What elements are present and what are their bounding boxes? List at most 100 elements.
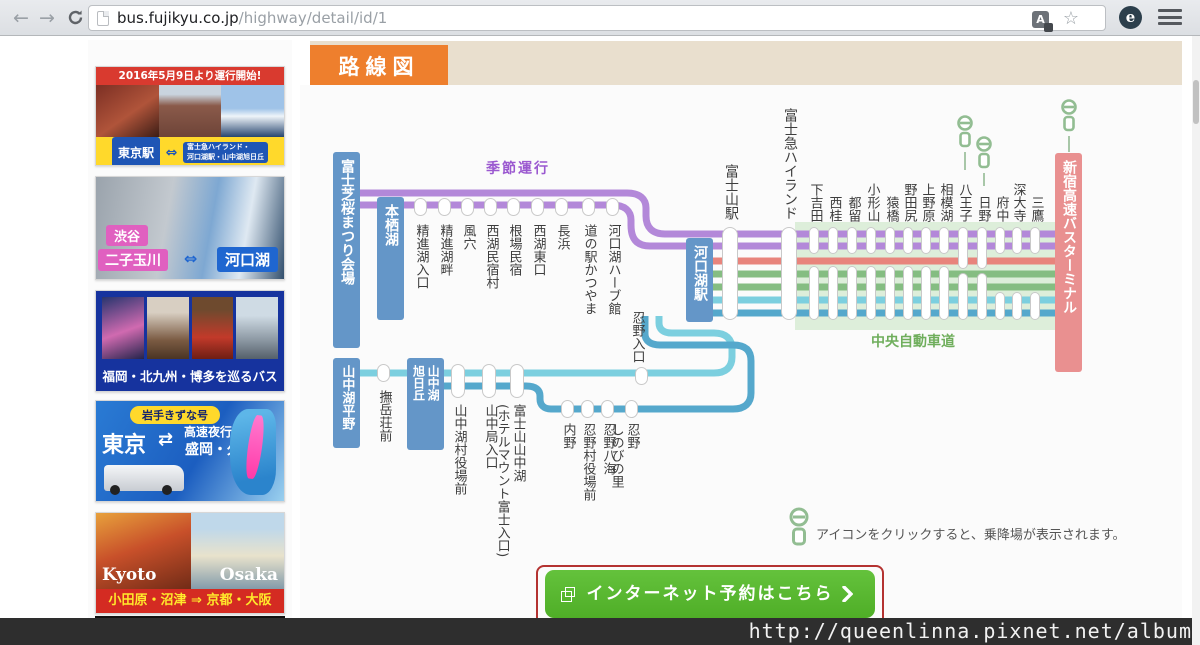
- expressway-station-label: 上野原: [919, 183, 935, 222]
- seasonal-stop-道の駅かつやま[interactable]: [581, 198, 595, 216]
- stop-lower-八王子[interactable]: [958, 273, 968, 320]
- bookmark-star-icon[interactable]: ☆: [1062, 8, 1079, 29]
- lake-stop-label: 富士山山中湖(ホテルマウント富士入口): [494, 404, 526, 558]
- expressway-station-label: 小形山: [864, 183, 880, 222]
- banner-shibuya-kawaguchiko[interactable]: 渋谷 二子玉川 ⇔ 河口湖: [95, 176, 285, 280]
- seasonal-stop-河口湖ハーブ館[interactable]: [605, 198, 619, 216]
- hub-stop-富士急ハイランド[interactable]: [781, 227, 797, 320]
- banner4-from: 東京: [102, 433, 147, 458]
- stop-lower-野田尻[interactable]: [903, 266, 913, 320]
- stop-lower-上野原[interactable]: [921, 266, 931, 320]
- stop-lower-猿橋[interactable]: [885, 266, 895, 320]
- seasonal-stop-西湖東口[interactable]: [530, 198, 544, 216]
- bus-stop-icon[interactable]: [1058, 98, 1080, 134]
- route-map-background: [300, 85, 1182, 618]
- stop-lower-相模湖[interactable]: [939, 266, 949, 320]
- banner2-from2: 二子玉川: [98, 249, 168, 271]
- stop-upper-日野[interactable]: [977, 227, 987, 269]
- internet-reservation-button[interactable]: インターネット予約はこちら: [545, 570, 875, 618]
- bus-stop-icon[interactable]: [973, 135, 995, 171]
- lake-stop-撫岳荘前[interactable]: [376, 364, 390, 382]
- seasonal-stop-西湖民宿村[interactable]: [483, 198, 497, 216]
- stop-upper-都留[interactable]: [847, 227, 857, 254]
- oshino-stop-忍野村役場前[interactable]: [580, 400, 594, 418]
- seasonal-stop-根場民宿[interactable]: [506, 198, 520, 216]
- expressway-station-label: 相模湖: [937, 183, 953, 222]
- stop-upper-小形山[interactable]: [866, 227, 876, 254]
- seasonal-stop-長浜[interactable]: [554, 198, 568, 216]
- extension-icon[interactable]: e: [1119, 6, 1142, 29]
- terminal-box-山中湖: 山中湖旭日丘: [407, 358, 444, 450]
- banner2-arrow: ⇔: [184, 249, 198, 268]
- stop-lower-日野[interactable]: [977, 273, 987, 320]
- stop-lower-三鷹[interactable]: [1030, 292, 1040, 320]
- lake-stop-富士山山中湖[interactable]: [510, 364, 524, 398]
- chuo-expressway-label: 中央自動車道: [871, 334, 955, 350]
- hub-station-label: 富士山駅: [723, 164, 739, 220]
- stop-lower-西桂[interactable]: [828, 266, 838, 320]
- lake-stop-label: 山中湖村役場前: [451, 404, 467, 495]
- oshino-stop-label: 内野: [560, 423, 576, 449]
- bus-stop-icon-stem: [983, 173, 985, 186]
- bus-stop-icon[interactable]: [954, 114, 976, 150]
- banner-tokyo-kawaguchiko[interactable]: 2016年5月9日より運行開始! 東京駅 ⇔ 富士急ハイランド・河口湖駅・山中湖…: [95, 66, 285, 166]
- stop-upper-猿橋[interactable]: [885, 227, 895, 254]
- oshino-stop-忍野八海[interactable]: [600, 400, 614, 418]
- menu-icon[interactable]: [1158, 9, 1182, 27]
- scrollbar-thumb[interactable]: [1193, 80, 1199, 124]
- stop-lower-深大寺[interactable]: [1012, 292, 1022, 320]
- stop-lower-府中[interactable]: [995, 292, 1005, 320]
- lake-stop-山中局入口[interactable]: [482, 364, 496, 398]
- banner-kyoto-osaka[interactable]: Kyoto Osaka 小田原・沼津 ⇒ 京都・大阪: [95, 512, 285, 614]
- stop-upper-府中[interactable]: [995, 227, 1005, 254]
- terminal-box-山中湖平野: 山中湖平野: [333, 358, 360, 448]
- banner3-caption: 福岡・北九州・博多を巡るバス: [102, 369, 278, 384]
- stop-upper-八王子[interactable]: [958, 227, 968, 269]
- stop-upper-野田尻[interactable]: [903, 227, 913, 254]
- banner1-from: 東京駅: [112, 137, 161, 165]
- watermark-bar: [0, 618, 1200, 645]
- back-icon[interactable]: ←: [13, 7, 29, 29]
- section-header-band: [310, 41, 1182, 85]
- banner1-arrow: ⇔: [165, 145, 178, 161]
- address-bar[interactable]: bus.fujikyu.co.jp/highway/detail/id/1 A …: [88, 5, 1106, 32]
- banner4-arrow: ⇄: [158, 429, 174, 450]
- lake-stop-山中湖村役場前[interactable]: [451, 364, 465, 398]
- oshino-stop-忍野[interactable]: [624, 400, 638, 418]
- translate-icon[interactable]: A: [1032, 11, 1053, 32]
- terminal-box-河口湖駅: 河口湖駅: [686, 238, 713, 322]
- reload-icon[interactable]: [62, 5, 88, 31]
- seasonal-stop-精進湖入口[interactable]: [413, 198, 427, 216]
- hub-stop-富士山駅[interactable]: [722, 227, 738, 320]
- seasonal-stop-label: 長浜: [554, 224, 570, 250]
- banner5-kyoto-label: Kyoto: [102, 565, 157, 585]
- seasonal-stop-label: 精進湖畔: [437, 224, 453, 276]
- stop-upper-下吉田[interactable]: [809, 227, 819, 254]
- banner-fukuoka[interactable]: 福岡・北九州・博多を巡るバス: [95, 290, 285, 392]
- seasonal-stop-風穴[interactable]: [460, 198, 474, 216]
- hub-station-label: 富士急ハイランド: [782, 108, 798, 220]
- banner4-badge: 岩手きずな号: [130, 406, 220, 424]
- stop-lower-下吉田[interactable]: [809, 266, 819, 320]
- seasonal-stop-精進湖畔[interactable]: [437, 198, 451, 216]
- stop-upper-三鷹[interactable]: [1030, 227, 1040, 254]
- seasonal-stop-label: 精進湖入口: [413, 224, 429, 289]
- expressway-station-label: 深大寺: [1010, 183, 1026, 222]
- stop-lower-小形山[interactable]: [866, 266, 876, 320]
- stop-upper-相模湖[interactable]: [939, 227, 949, 254]
- bus-stop-icon-stem: [1068, 136, 1070, 152]
- forward-icon[interactable]: →: [39, 7, 55, 29]
- expressway-station-label: 猿橋: [883, 196, 899, 222]
- stop-upper-上野原[interactable]: [921, 227, 931, 254]
- expressway-station-label: 西桂: [826, 196, 842, 222]
- stop-忍野入口[interactable]: [634, 367, 648, 385]
- banner-iwate[interactable]: 岩手きずな号 東京 ⇄ 高速夜行バス盛岡・久慈: [95, 400, 285, 502]
- url-text[interactable]: bus.fujikyu.co.jp/highway/detail/id/1: [117, 9, 388, 27]
- stop-upper-深大寺[interactable]: [1012, 227, 1022, 254]
- seasonal-stop-label: 風穴: [460, 224, 476, 250]
- oshino-stop-内野[interactable]: [560, 400, 574, 418]
- stop-upper-西桂[interactable]: [828, 227, 838, 254]
- stop-lower-都留[interactable]: [847, 266, 857, 320]
- scrollbar[interactable]: [1192, 36, 1200, 645]
